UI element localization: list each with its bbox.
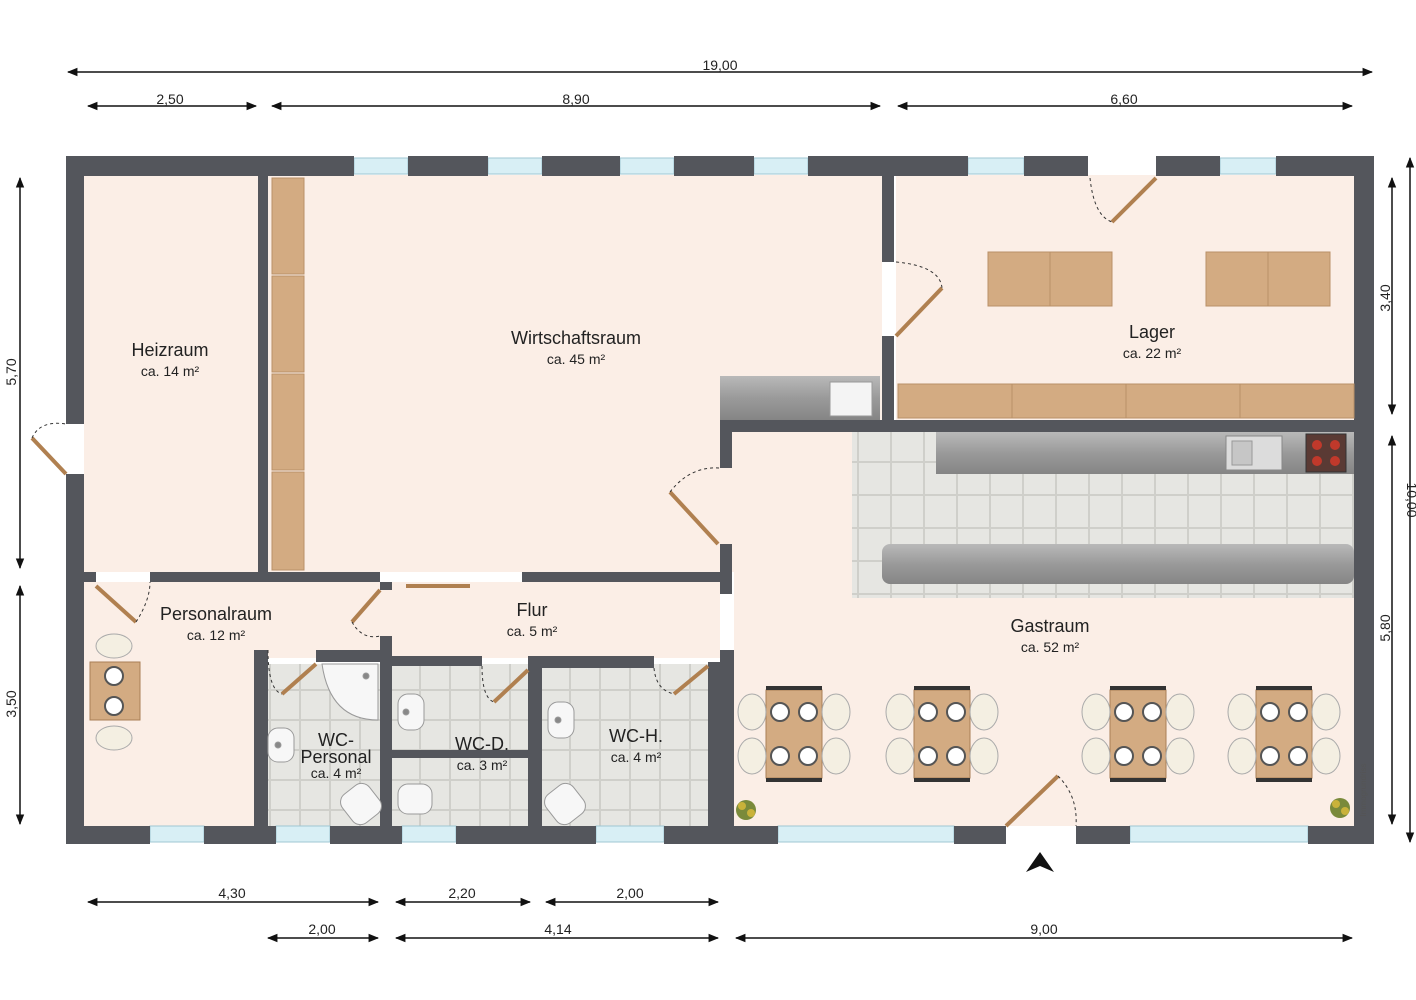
sink-icon	[829, 381, 873, 417]
dim-left-upper: 5,70	[3, 358, 19, 385]
dining-table	[1081, 686, 1195, 782]
doors	[30, 176, 1158, 828]
dim-bottom-row1-a: 4,30	[218, 885, 245, 901]
dim-right-upper: 3,40	[1377, 284, 1393, 311]
toilet-icon	[397, 783, 433, 815]
dim-left-lower: 3,50	[3, 690, 19, 717]
room-labels: Heizraum ca. 14 m² Wirtschaftsraum ca. 4…	[131, 322, 1368, 816]
dimension-labels: 19,00 2,50 8,90 6,60 5,70 3,50 3,40 5,80…	[3, 57, 1416, 937]
dim-bottom-row2-c: 9,00	[1030, 921, 1057, 937]
dining-table	[885, 686, 999, 782]
kitchen-counter	[936, 432, 1354, 474]
room-area-wirtschaftsraum: ca. 45 m²	[547, 351, 606, 367]
dim-bottom-row1-c: 2,00	[616, 885, 643, 901]
stove-icon	[1305, 433, 1347, 473]
room-name-heizraum: Heizraum	[131, 340, 208, 360]
dim-right-lower: 5,80	[1377, 614, 1393, 641]
walls	[66, 156, 1374, 844]
dim-top-b: 8,90	[562, 91, 589, 107]
floors	[84, 175, 1354, 826]
room-name-wc-d: WC-D.	[455, 734, 509, 754]
washbasin-icon	[397, 693, 425, 731]
tables-gastraum	[737, 686, 1341, 782]
room-area-personalraum: ca. 12 m²	[187, 627, 246, 643]
room-area-wc-personal: ca. 4 m²	[311, 765, 362, 781]
plant-icon	[736, 800, 756, 820]
dim-right-total: 10,00	[1404, 482, 1416, 517]
room-name-wirtschaftsraum: Wirtschaftsraum	[511, 328, 641, 348]
room-name-personalraum: Personalraum	[160, 604, 272, 624]
room-area-lager: ca. 22 m²	[1123, 345, 1182, 361]
sanitary	[267, 663, 586, 826]
dim-top-total: 19,00	[702, 57, 737, 73]
dim-bottom-row1-b: 2,20	[448, 885, 475, 901]
dim-bottom-row2-b: 4,14	[544, 921, 571, 937]
windows	[149, 157, 1309, 843]
furniture	[89, 177, 1355, 826]
room-area-wc-d: ca. 3 m²	[457, 757, 508, 773]
room-area-heizraum: ca. 14 m²	[141, 363, 200, 379]
room-area-wc-h: ca. 4 m²	[611, 749, 662, 765]
room-name-wc-personal-line1: WC-	[318, 730, 354, 750]
dining-table	[1227, 686, 1341, 782]
toilet-icon	[544, 782, 586, 826]
table-personalraum	[89, 633, 141, 751]
dim-bottom-row2-a: 2,00	[308, 921, 335, 937]
shelves-lager	[897, 251, 1355, 419]
bar-counter	[882, 544, 1354, 584]
room-area-flur: ca. 5 m²	[507, 623, 558, 639]
plant-icon	[1330, 798, 1350, 818]
room-name-flur: Flur	[517, 600, 548, 620]
floor-heizraum	[84, 175, 258, 572]
room-name-wc-h: WC-H.	[609, 726, 663, 746]
room-name-wc-personal-line2: Personal	[300, 747, 371, 767]
room-name-gastraum: Gastraum	[1010, 616, 1089, 636]
dim-top-a: 2,50	[156, 91, 183, 107]
entrance-arrow-icon	[1026, 852, 1054, 872]
dim-top-c: 6,60	[1110, 91, 1137, 107]
room-area-gastraum: ca. 52 m²	[1021, 639, 1080, 655]
shelf-wirtschaftsraum	[271, 177, 305, 571]
dimension-lines	[15, 67, 1415, 943]
dining-table	[737, 686, 851, 782]
watermark: Immogrundriss	[1359, 764, 1368, 817]
floor-flur	[254, 582, 720, 658]
toilet-icon	[340, 782, 382, 826]
room-name-lager: Lager	[1129, 322, 1175, 342]
